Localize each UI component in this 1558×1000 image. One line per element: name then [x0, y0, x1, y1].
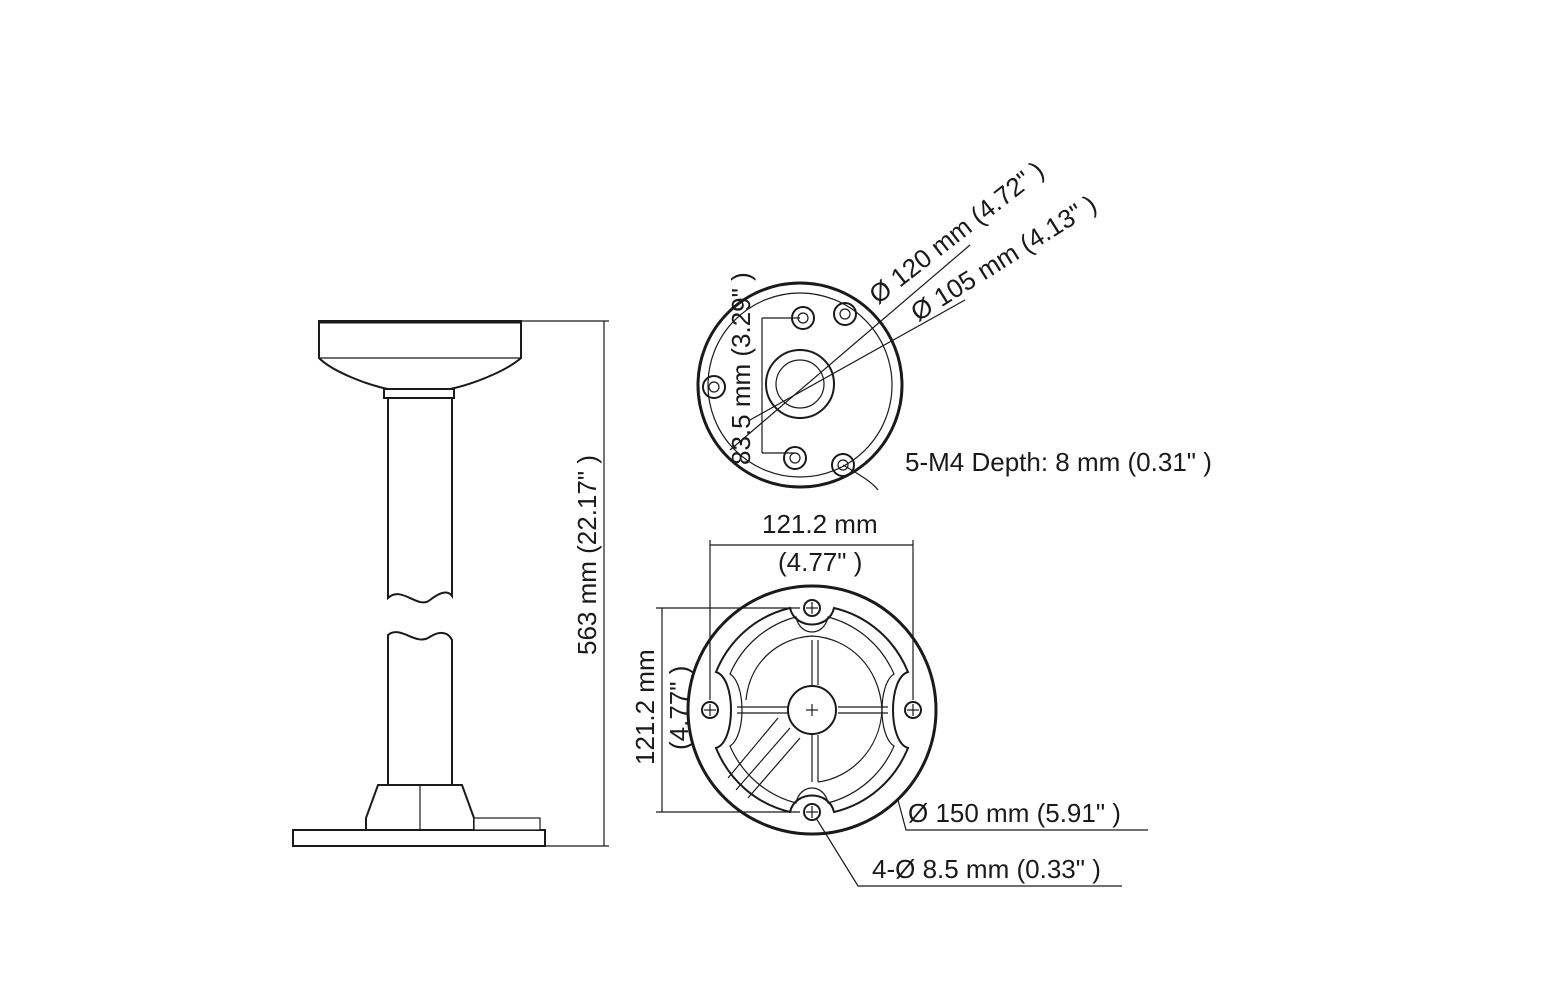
thread-label: 5-M4 Depth: 8 mm (0.31" ): [905, 447, 1212, 477]
base-mounting-hole: [701, 701, 719, 719]
top-threaded-hole: [702, 375, 726, 399]
height-label: 563 mm (22.17" ): [572, 455, 602, 655]
base-mounting-hole: [803, 803, 821, 821]
base-outer-dia-leader: [897, 799, 1148, 831]
side-upper-tube: [387, 397, 453, 604]
base-lobed-rim: [714, 606, 910, 814]
base-height-mm-label: 121.2 mm: [630, 649, 660, 765]
base-height-in-label: (4.77" ): [664, 666, 694, 750]
side-top-cap: [318, 320, 522, 390]
base-hole-leader: [815, 817, 1122, 887]
base-view: 121.2 mm (4.77" ) 121.2 mm (4.77" ) Ø 15…: [630, 509, 1148, 887]
base-outer-dia-label: Ø 150 mm (5.91" ): [908, 798, 1121, 828]
top-outer-circle: [696, 281, 904, 489]
side-collar: [383, 388, 455, 399]
base-mounting-hole: [803, 599, 821, 617]
top-threaded-hole: [831, 453, 855, 477]
side-base-plate: [292, 829, 546, 847]
base-cable-channel: [727, 717, 801, 799]
side-view: 563 mm (22.17" ): [292, 320, 609, 847]
top-threaded-hole: [833, 302, 857, 326]
base-mounting-hole: [904, 701, 922, 719]
hole-spacing-label: 83.5 mm (3.29" ): [726, 272, 756, 465]
side-lower-tube: [387, 631, 453, 786]
bolt-circle-leader: [749, 299, 966, 421]
base-width-mm-label: 121.2 mm: [762, 509, 878, 539]
base-hole-label: 4-Ø 8.5 mm (0.33" ): [872, 854, 1101, 884]
thread-leader: [842, 464, 879, 491]
top-view: 83.5 mm (3.29" ) Ø 120 mm (4.72" ) Ø 105…: [696, 155, 1212, 491]
base-width-in-label: (4.77" ): [778, 547, 862, 577]
top-center-bore: [765, 349, 835, 419]
outer-dia-leader: [729, 244, 971, 451]
